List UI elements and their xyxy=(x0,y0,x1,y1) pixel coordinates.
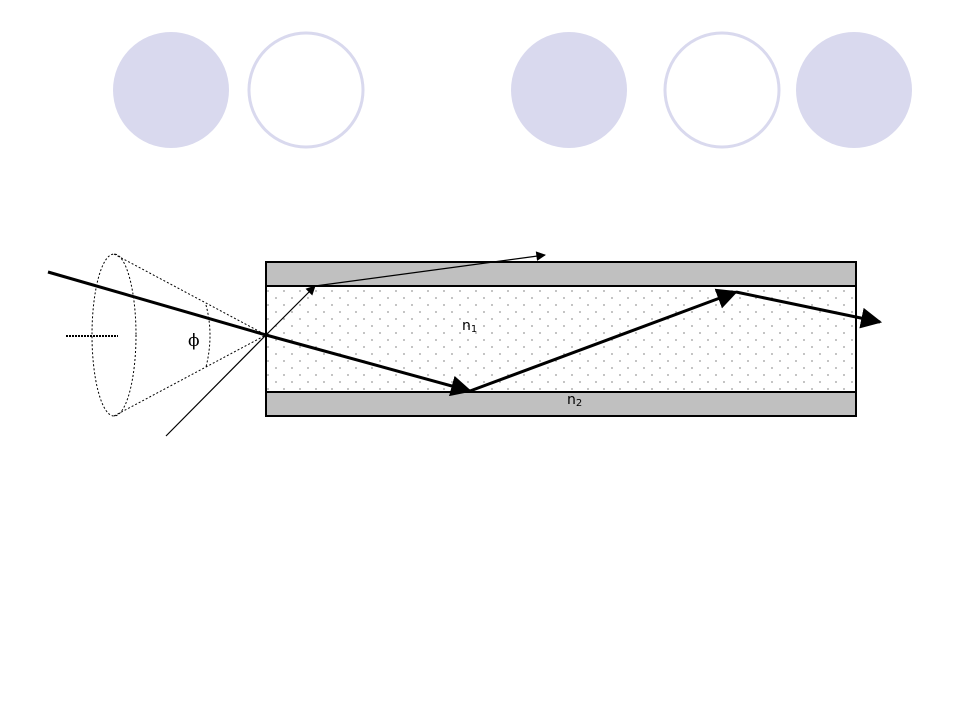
core-index-label: n1 xyxy=(462,318,477,335)
guided-ray-segment-3 xyxy=(735,290,883,329)
acceptance-cone: ϕ xyxy=(66,253,267,417)
cone-lower-edge xyxy=(113,334,267,417)
cladding-index-label: n2 xyxy=(567,392,582,409)
decor-circle-filled xyxy=(511,32,627,148)
acceptance-angle-label: ϕ xyxy=(188,331,200,351)
angle-arc xyxy=(205,304,211,368)
cone-base-ellipse xyxy=(91,253,137,417)
fiber-core xyxy=(266,286,856,392)
header-decoration xyxy=(113,31,912,149)
escaping-ray-refracted xyxy=(265,285,316,336)
escaping-ray-incident xyxy=(165,334,267,437)
cladding-bottom xyxy=(265,391,857,417)
decor-circle-outline xyxy=(247,31,365,149)
guided-ray-incident xyxy=(47,270,267,337)
decor-circle-filled xyxy=(796,32,912,148)
fiber-diagram: ϕ n1 n2 xyxy=(47,251,883,437)
guided-ray-segment-2 xyxy=(469,288,738,393)
cladding-top xyxy=(265,261,857,287)
cone-upper-edge xyxy=(113,253,267,336)
guided-ray xyxy=(47,270,883,397)
escaping-ray-exit xyxy=(314,251,546,287)
guided-ray-segment-1 xyxy=(265,333,473,397)
escaping-ray xyxy=(165,251,546,437)
decor-circle-outline xyxy=(663,31,781,149)
decor-circle-filled xyxy=(113,32,229,148)
